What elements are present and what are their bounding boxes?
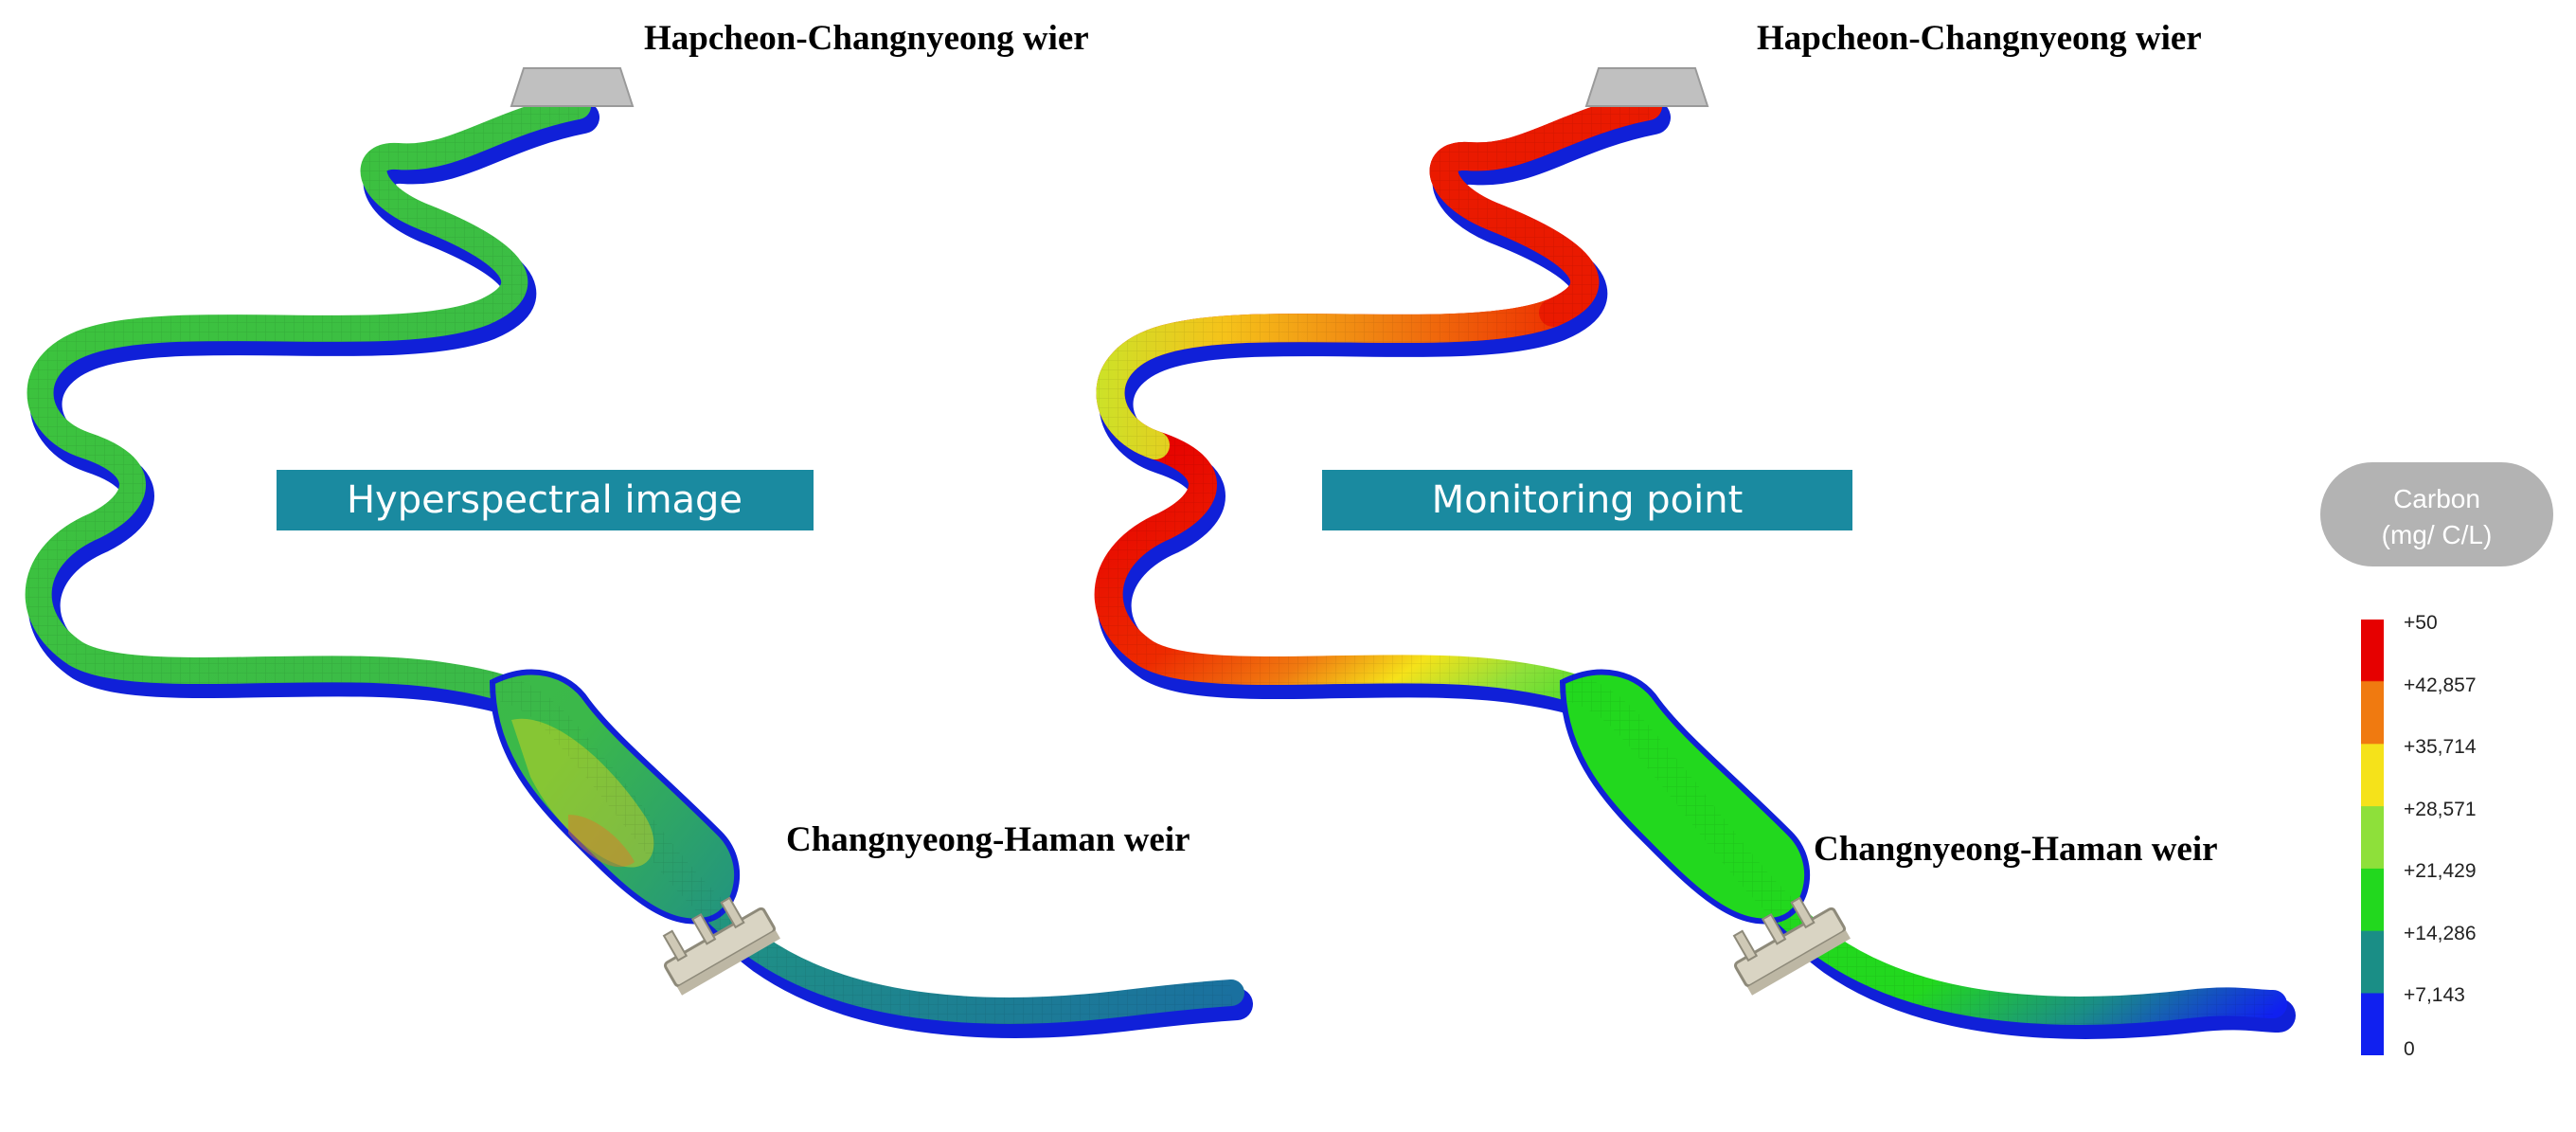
left-downstream-weir-label: Changnyeong-Haman weir xyxy=(786,820,1190,859)
legend-tick-4: +21,429 xyxy=(2404,860,2477,882)
right-downstream-weir-icon xyxy=(1732,896,1851,996)
left-panel-river-model: Hyperspectral image Hapcheon-Changnyeong… xyxy=(25,19,1253,1038)
legend-tick-1: +42,857 xyxy=(2404,674,2477,696)
right-downstream-weir-label: Changnyeong-Haman weir xyxy=(1814,830,2218,869)
legend-title-line2: (mg/ C/L) xyxy=(2382,520,2493,549)
right-panel-banner xyxy=(1322,470,1852,530)
left-panel-label: Hyperspectral image xyxy=(347,478,742,522)
left-downstream-weir-icon xyxy=(662,896,780,996)
left-upstream-weir-label: Hapcheon-Changnyeong wier xyxy=(644,19,1089,58)
left-upstream-weir-icon xyxy=(510,67,635,107)
left-floodplain-patch xyxy=(511,718,654,868)
legend-tick-7: 0 xyxy=(2404,1038,2415,1060)
left-floodplain-patch-2 xyxy=(568,815,635,868)
right-panel-label: Monitoring point xyxy=(1432,478,1744,522)
legend-tick-5: +14,286 xyxy=(2404,923,2477,944)
legend-tick-0: +50 xyxy=(2404,612,2438,634)
legend-color-bar xyxy=(2361,620,2384,1055)
legend-title-pill xyxy=(2320,462,2553,566)
color-legend: Carbon (mg/ C/L) +50 +42,857 +35,714 +28… xyxy=(2320,462,2553,1060)
legend-tick-6: +7,143 xyxy=(2404,984,2465,1006)
legend-tick-3: +28,571 xyxy=(2404,799,2477,820)
left-panel-banner xyxy=(277,470,814,530)
right-upstream-weir-label: Hapcheon-Changnyeong wier xyxy=(1757,19,2202,58)
legend-title-line1: Carbon xyxy=(2393,484,2480,513)
right-upstream-weir-icon xyxy=(1584,67,1709,107)
legend-tick-2: +35,714 xyxy=(2404,736,2477,758)
right-panel-river-model: Monitoring point Hapcheon-Changnyeong wi… xyxy=(1094,19,2296,1039)
